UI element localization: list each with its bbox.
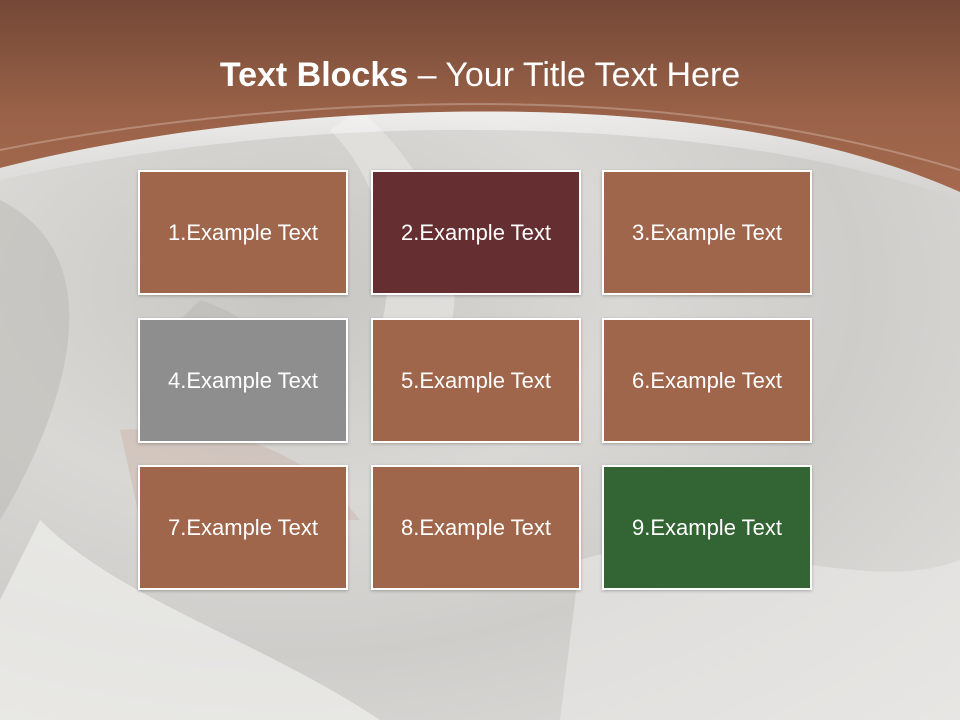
title-bold-part: Text Blocks: [219, 56, 409, 94]
text-block-1: 1.Example Text: [138, 170, 348, 295]
text-block-label: 6.Example Text: [631, 367, 782, 393]
slide-title: Text Blocks – Your Title Text Here: [0, 52, 960, 98]
text-block-4: 4.Example Text: [138, 318, 348, 443]
text-block-9: 9.Example Text: [602, 465, 812, 590]
text-block-6: 6.Example Text: [602, 318, 812, 443]
text-block-label: 3.Example Text: [631, 219, 782, 245]
text-block-label: 8.Example Text: [400, 514, 551, 540]
text-block-label: 2.Example Text: [400, 219, 551, 245]
text-block-8: 8.Example Text: [371, 465, 581, 590]
text-block-label: 4.Example Text: [167, 367, 318, 393]
title-regular-part: Your Title Text Here: [445, 56, 741, 94]
text-block-7: 7.Example Text: [138, 465, 348, 590]
text-block-label: 1.Example Text: [167, 219, 318, 245]
title-separator: –: [408, 56, 446, 94]
text-block-label: 7.Example Text: [167, 514, 318, 540]
text-block-2: 2.Example Text: [371, 170, 581, 295]
text-block-5: 5.Example Text: [371, 318, 581, 443]
text-block-grid: 1.Example Text 2.Example Text 3.Example …: [138, 170, 818, 594]
text-block-label: 9.Example Text: [631, 514, 782, 540]
text-block-3: 3.Example Text: [602, 170, 812, 295]
text-block-label: 5.Example Text: [400, 367, 551, 393]
